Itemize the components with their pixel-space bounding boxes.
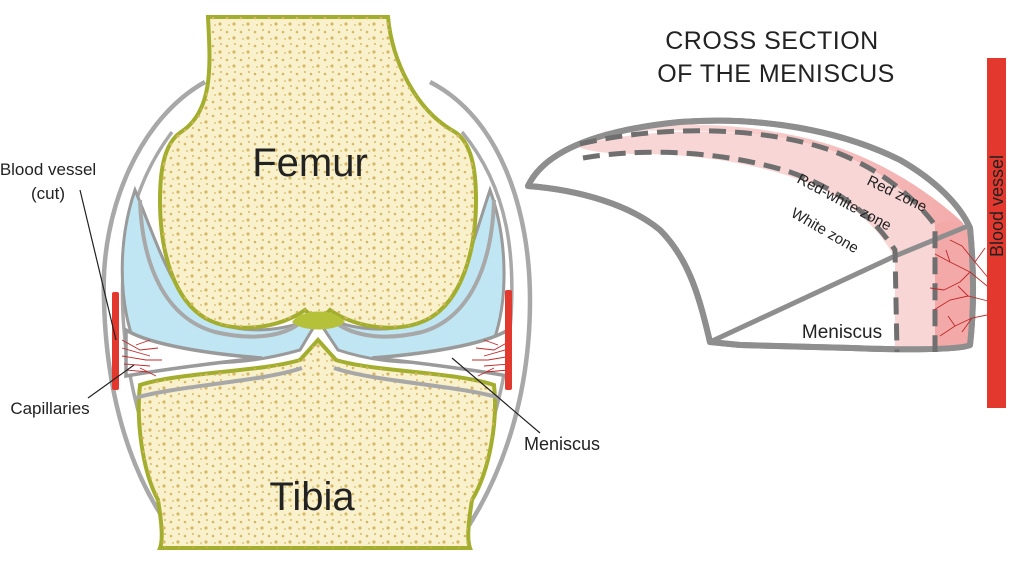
joint-capsule (101, 79, 533, 532)
blood-vessel-cut-label-line2: (cut) (31, 184, 65, 203)
capillaries-cross-section (929, 239, 993, 337)
meniscus-right (371, 326, 510, 379)
meniscus-label-joint: Meniscus (524, 434, 600, 454)
knee-joint: Femur Tibia Blood vessel (cut) Capillari… (0, 15, 600, 550)
cross-section-title-line1: CROSS SECTION (665, 27, 878, 55)
femur-label: Femur (252, 141, 368, 185)
blood-vessel-label: Blood vessel (987, 155, 1007, 257)
meniscus-cross-section: CROSS SECTION OF THE MENISCUS Blood vess… (525, 27, 1007, 408)
capillaries-label: Capillaries (10, 399, 89, 418)
capillaries-right (472, 339, 513, 377)
femur-cartilage (138, 199, 496, 339)
capillaries-leader-line (87, 364, 135, 399)
blood-vessel-cut-label-line1: Blood vessel (0, 160, 96, 179)
red-white-zone (575, 131, 935, 350)
cross-section-title-line2: OF THE MENISCUS (657, 60, 895, 88)
white-zone-boundary (582, 149, 900, 353)
blood-vessel-bar (987, 58, 1006, 408)
meniscus-left (124, 326, 263, 379)
meniscus-leader-line (451, 357, 541, 434)
red-zone-boundary (579, 128, 938, 352)
blood-vessel-cut-left (112, 292, 119, 390)
blood-vessel-leader-line (79, 189, 117, 341)
blood-vessel-cut-right (505, 290, 512, 390)
tibia-label: Tibia (269, 475, 355, 519)
capillaries-left (121, 339, 162, 377)
tibia-cartilage (134, 366, 501, 400)
meniscus-label-cross-section: Meniscus (802, 322, 882, 343)
